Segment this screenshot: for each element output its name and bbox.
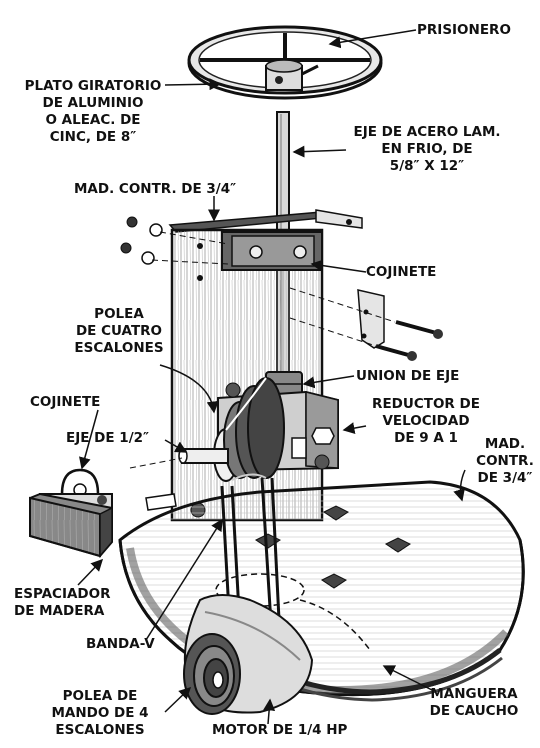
label-polea-mando: POLEA DE MANDO DE 4 ESCALONES <box>51 688 149 738</box>
label-reductor: REDUCTOR DE VELOCIDAD DE 9 A 1 <box>372 396 480 446</box>
label-motor: MOTOR DE 1/4 HP <box>212 722 348 738</box>
label-eje-half: EJE DE 1/2″ <box>66 430 150 446</box>
side-bracket-bolts <box>289 287 443 361</box>
label-union-eje: UNION DE EJE <box>356 368 460 384</box>
label-banda-v: BANDA-V <box>86 636 155 652</box>
angle-bracket-top <box>315 209 363 229</box>
upper-bearing-block <box>221 231 323 271</box>
label-polea-cuatro: POLEA DE CUATRO ESCALONES <box>74 306 164 356</box>
label-mad-contr-right: MAD. CONTR. DE 3/4″ <box>476 436 534 486</box>
base-plate <box>118 480 525 702</box>
four-step-pulley <box>213 377 285 482</box>
label-cojinete-right: COJINETE <box>366 264 437 280</box>
leader-lines <box>77 29 466 725</box>
label-plato-giratorio: PLATO GIRATORIO DE ALUMINIO O ALEAC. DE … <box>24 78 162 145</box>
wood-spacer <box>29 492 113 559</box>
label-espaciador: ESPACIADOR DE MADERA <box>14 586 111 619</box>
washers-nuts <box>120 216 229 265</box>
label-prisionero: PRISIONERO <box>417 22 511 38</box>
label-eje-acero: EJE DE ACERO LAM. EN FRIO, DE 5/8″ x 12″ <box>353 124 501 174</box>
drive-pulley <box>183 633 241 715</box>
label-cojinete-left: COJINETE <box>30 394 101 410</box>
label-mad-contr-top: MAD. CONTR. DE 3/4″ <box>74 181 237 197</box>
half-inch-shaft <box>129 448 229 469</box>
turntable-plate <box>187 25 383 100</box>
label-manguera: MANGUERA DE CAUCHO <box>429 686 519 719</box>
